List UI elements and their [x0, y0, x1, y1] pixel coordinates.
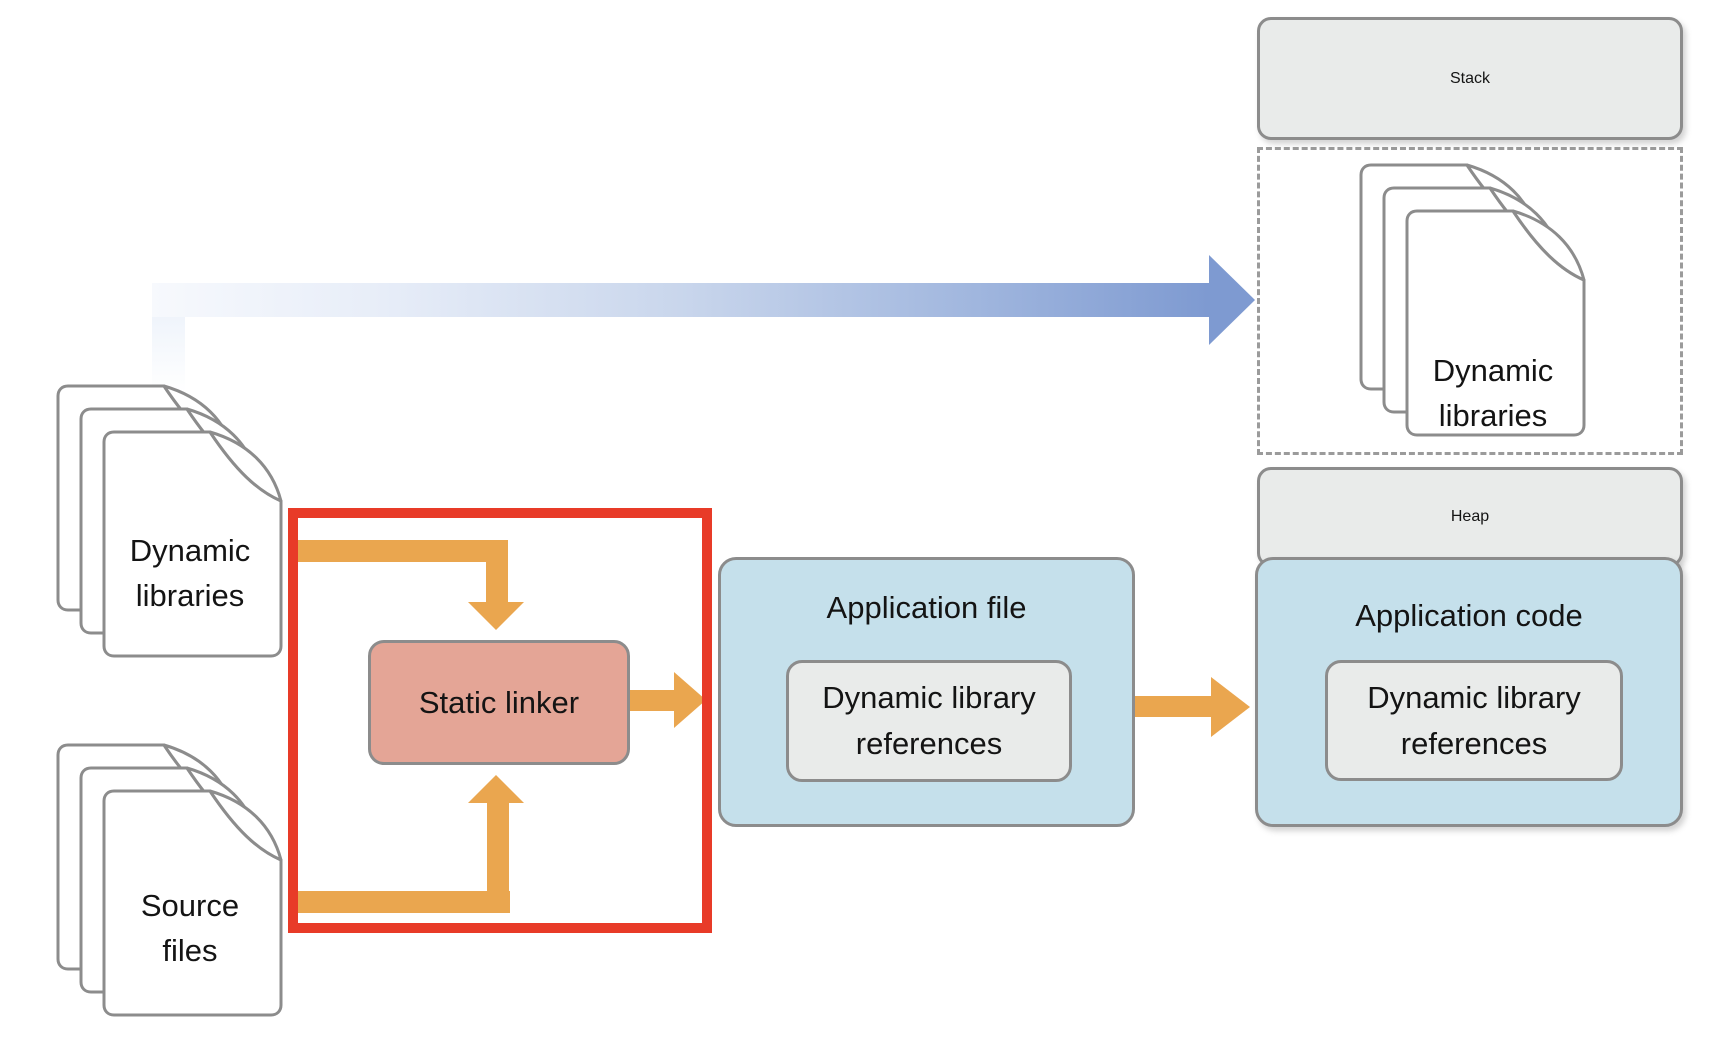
linker-to-file-arrow-shaft: [630, 690, 675, 711]
loaded-libraries-region: [1257, 147, 1683, 455]
sources-to-linker-arrowhead-icon: [468, 775, 524, 803]
heap-label: Heap: [1450, 508, 1490, 525]
libs-to-linker-arrow-shaft: [294, 540, 508, 562]
file-library-references-line1: Dynamic library: [822, 680, 1036, 715]
stack-box: Stack: [1257, 17, 1683, 140]
loaded-dynamic-libraries-label: Dynamic libraries: [1432, 353, 1554, 433]
code-library-references-line2: references: [1400, 725, 1548, 761]
load-arrow-tail: [152, 316, 185, 396]
libs-to-linker-arrowhead-icon: [468, 602, 524, 630]
dynamic-libraries-stack-icon: [56, 384, 283, 658]
heap-box: Heap: [1257, 467, 1683, 567]
application-file-title: Application file: [826, 590, 1027, 625]
load-arrow-shaft: [152, 283, 1209, 317]
code-library-references-line1: Dynamic library: [1367, 679, 1581, 715]
static-linker-label: Static linker: [418, 684, 580, 720]
sources-to-linker-arrow-shaft: [294, 891, 510, 913]
libs-to-linker-arrow-elbow: [486, 540, 508, 603]
sources-to-linker-arrow-elbow: [487, 802, 509, 892]
load-arrow-head-icon: [1209, 255, 1255, 345]
file-to-code-arrowhead-icon: [1211, 677, 1250, 737]
static-linker-box: Static linker: [368, 640, 630, 765]
source-files-label: Source files: [140, 888, 240, 968]
file-to-code-arrow-shaft: [1135, 696, 1212, 717]
file-library-references-box: Dynamic library references: [786, 660, 1072, 782]
application-file-box: Application file Dynamic library referen…: [718, 557, 1135, 827]
linker-to-file-arrowhead-icon: [674, 672, 706, 728]
link-step-outline: [288, 508, 712, 933]
code-library-references-box: Dynamic library references: [1325, 660, 1623, 781]
application-code-box: Application code Dynamic library referen…: [1255, 557, 1683, 827]
dynamic-libraries-label: Dynamic libraries: [129, 533, 251, 613]
application-code-title: Application code: [1355, 598, 1583, 633]
stack-label: Stack: [1449, 69, 1490, 87]
file-library-references-line2: references: [855, 726, 1003, 761]
